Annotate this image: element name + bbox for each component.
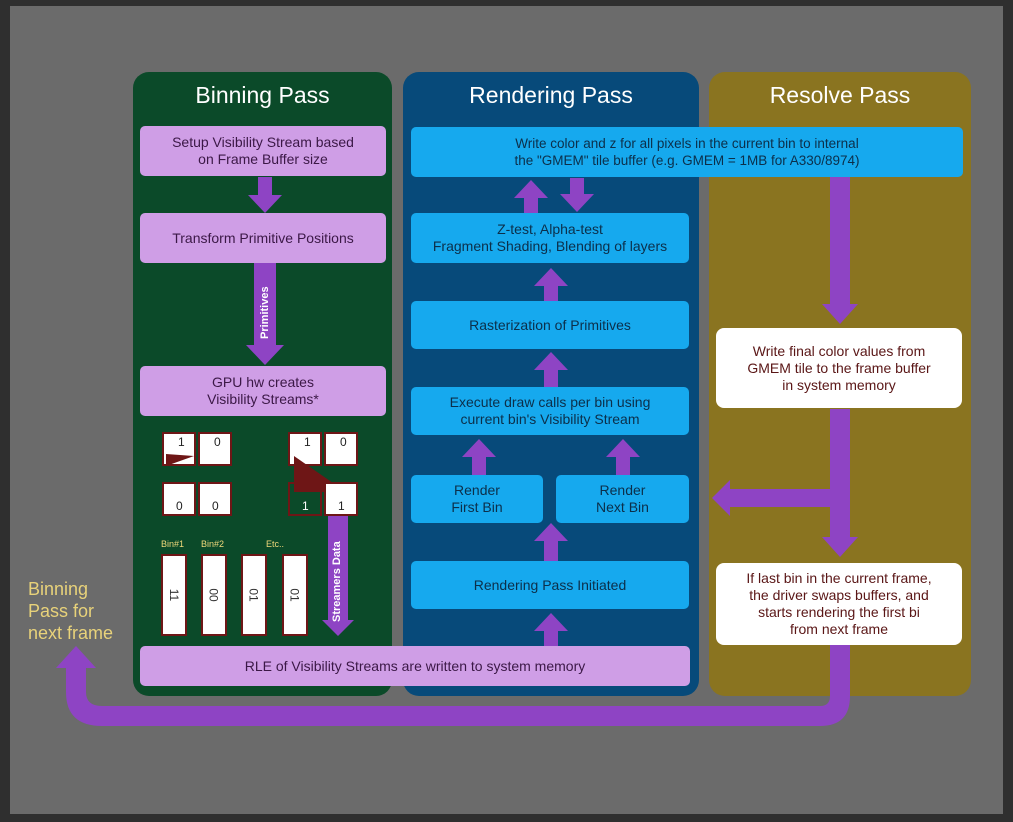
execute-draw-calls-box: Execute draw calls per bin using current… bbox=[411, 387, 689, 435]
arrow-ztest-write-up-head bbox=[514, 180, 548, 198]
write-color-gmem-box: Write color and z for all pixels in the … bbox=[411, 127, 963, 177]
rasterization-box: Rasterization of Primitives bbox=[411, 301, 689, 349]
render-first-bin-box: Render First Bin bbox=[411, 475, 543, 523]
arrow-initiated-first bbox=[544, 539, 558, 561]
rendering-pass-initiated-box: Rendering Pass Initiated bbox=[411, 561, 689, 609]
triangle-primitive-right bbox=[294, 456, 346, 492]
tile-right-bottom-right: 1 bbox=[324, 482, 358, 516]
arrow-setup-transform-head bbox=[248, 195, 282, 213]
arrow-streamers-data bbox=[328, 516, 348, 622]
rle-visibility-streams-box: RLE of Visibility Streams are written to… bbox=[140, 646, 690, 686]
flow-arrows bbox=[56, 176, 858, 726]
strip-value: 01 bbox=[246, 588, 261, 602]
arrow-rle-initiated bbox=[544, 629, 558, 646]
tile-left-top-left: 1 bbox=[162, 432, 196, 466]
write-final-color-box: Write final color values from GMEM tile … bbox=[716, 328, 962, 408]
tile-value: 1 bbox=[178, 435, 185, 449]
ztest-alpha-shading-box: Z-test, Alpha-test Fragment Shading, Ble… bbox=[411, 213, 689, 263]
setup-visibility-stream-box: Setup Visibility Stream based on Frame B… bbox=[140, 126, 386, 176]
tile-value: 1 bbox=[302, 499, 309, 513]
arrow-write-ztest-down-head bbox=[560, 194, 594, 212]
arrow-write-ztest-down bbox=[570, 178, 584, 196]
arrow-final-lastbin bbox=[830, 409, 850, 539]
transform-primitive-positions-box: Transform Primitive Positions bbox=[140, 213, 386, 263]
render-next-bin-box: Render Next Bin bbox=[556, 475, 689, 523]
tile-left-bottom-left: 0 bbox=[162, 482, 196, 516]
arrow-ztest-write-up bbox=[524, 196, 538, 214]
bin-label: Bin#1 bbox=[161, 539, 185, 549]
tile-value: 0 bbox=[176, 499, 183, 513]
visibility-stream-strip: 01 bbox=[282, 554, 308, 636]
primitives-label: Primitives bbox=[259, 286, 271, 339]
streamers-data-label: Streamers Data bbox=[331, 541, 343, 622]
binning-next-frame-note: Binning Pass for next frame bbox=[28, 579, 114, 643]
arrow-loop-next-frame-head bbox=[56, 646, 96, 668]
arrow-primitives-head bbox=[246, 345, 284, 365]
tile-right-bottom-left: 1 bbox=[288, 482, 322, 516]
arrow-render-next-branch bbox=[728, 489, 830, 507]
visibility-stream-strip: 00 bbox=[201, 554, 227, 636]
arrow-next-execute bbox=[616, 455, 630, 477]
gpu-visibility-streams-box: GPU hw creates Visibility Streams* bbox=[140, 366, 386, 416]
arrow-primitives bbox=[254, 263, 276, 347]
slide: Binning Pass Rendering Pass Resolve Pass bbox=[10, 6, 1003, 814]
visibility-stream-strip: 01 bbox=[241, 554, 267, 636]
tile-left-top-right: 0 bbox=[198, 432, 232, 466]
tile-left-bottom-right: 0 bbox=[198, 482, 232, 516]
resolve-pass-title: Resolve Pass bbox=[769, 82, 911, 108]
last-bin-swap-buffers-box: If last bin in the current frame, the dr… bbox=[716, 563, 962, 645]
arrow-gmem-resolve bbox=[830, 176, 850, 306]
tile-value: 1 bbox=[304, 435, 311, 449]
tile-right-top-left: 1 bbox=[288, 432, 346, 492]
binning-pass-title: Binning Pass bbox=[195, 82, 330, 108]
arrow-raster-ztest bbox=[544, 284, 558, 302]
visibility-stream-strip: 11 bbox=[161, 554, 187, 636]
tile-right-top-right: 0 bbox=[324, 432, 358, 466]
arrow-execute-raster bbox=[544, 368, 558, 388]
arrow-raster-ztest-head bbox=[534, 268, 568, 286]
strip-value: 11 bbox=[167, 588, 181, 602]
bin-label: Etc.. bbox=[266, 539, 285, 549]
triangle-primitive-left bbox=[166, 454, 194, 464]
tile-value: 1 bbox=[338, 499, 345, 513]
arrow-loop-next-frame bbox=[66, 642, 850, 726]
arrow-first-execute bbox=[472, 455, 486, 477]
arrow-rle-initiated-head bbox=[534, 613, 568, 631]
arrow-streamers-data-head bbox=[322, 620, 354, 636]
tile-value: 0 bbox=[214, 435, 221, 449]
strip-value: 01 bbox=[287, 588, 302, 602]
arrow-setup-transform bbox=[258, 177, 272, 197]
arrow-final-lastbin-head bbox=[822, 537, 858, 557]
rendering-pass-title: Rendering Pass bbox=[469, 82, 633, 108]
arrow-initiated-first-head bbox=[534, 523, 568, 541]
bin-label: Bin#2 bbox=[201, 539, 225, 549]
arrow-next-execute-head bbox=[606, 439, 640, 457]
arrow-render-next-branch-head bbox=[712, 480, 730, 516]
tile-value: 0 bbox=[340, 435, 347, 449]
strip-value: 00 bbox=[206, 588, 221, 602]
arrow-execute-raster-head bbox=[534, 352, 568, 370]
arrow-gmem-resolve-head bbox=[822, 304, 858, 324]
arrow-first-execute-head bbox=[462, 439, 496, 457]
tile-value: 0 bbox=[212, 499, 219, 513]
